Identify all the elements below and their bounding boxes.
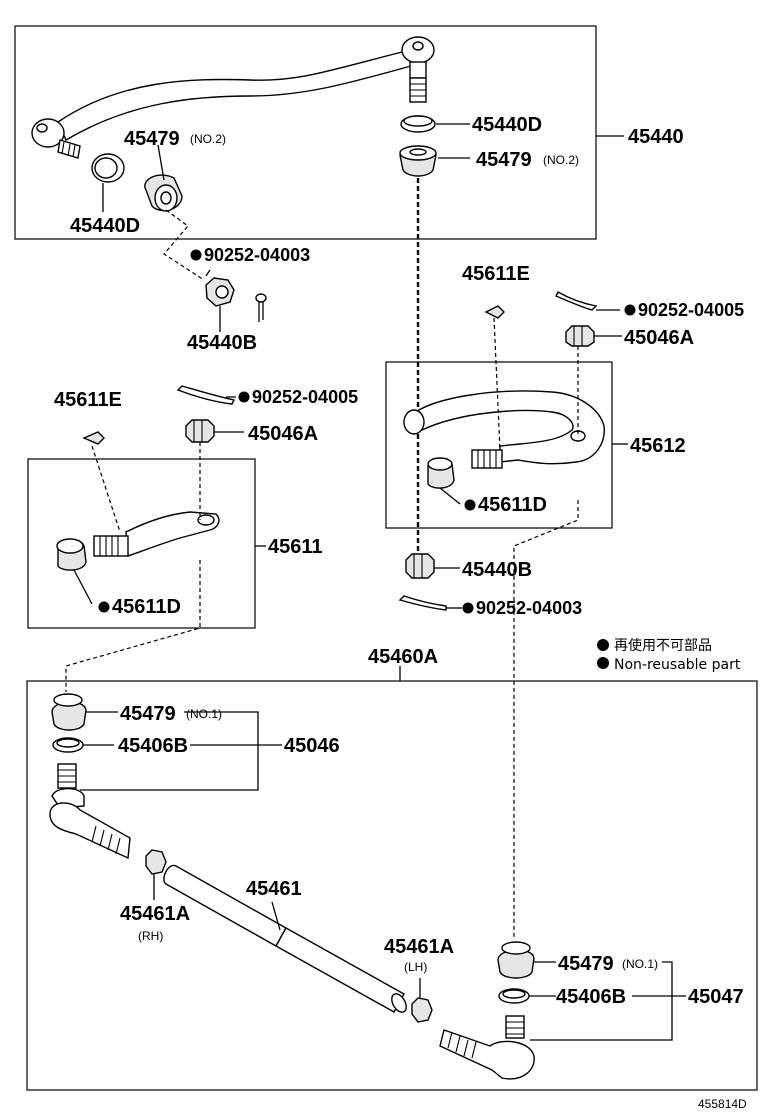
label-45046a-left: 45046A <box>248 423 318 445</box>
box-45440 <box>14 25 597 240</box>
seal-ring-right-bottom <box>498 988 530 1004</box>
cotter-pin-mid <box>398 595 447 611</box>
label-45479-no1-left-no: (NO.1) <box>186 707 222 721</box>
tie-rod-end-left <box>49 763 131 860</box>
label-45479-no1-right-no: (NO.1) <box>622 957 658 971</box>
label-45461a-rh: 45461A <box>120 903 190 925</box>
nonreusable-dot-90252-04003-mid <box>462 602 474 614</box>
key-45611e-right <box>484 305 505 319</box>
castle-nut-left <box>185 419 215 443</box>
boot-left-bottom <box>51 693 87 731</box>
label-45460a: 45460A <box>368 646 438 668</box>
label-45046a-right: 45046A <box>624 327 694 349</box>
cotter-pin-right <box>555 291 598 311</box>
castle-nut-top <box>205 277 235 307</box>
clamp-nut-lh <box>411 997 433 1023</box>
drag-link-assembly <box>31 36 435 159</box>
label-45461a-rh-side: (RH) <box>138 929 163 943</box>
dust-seal-ring-left <box>91 153 125 183</box>
boot-right-bottom <box>497 941 535 979</box>
label-90252-04003-mid: 90252-04003 <box>476 598 582 618</box>
legend: 再使用不可部品 Non-reusable part <box>597 637 741 673</box>
label-45479-left-no: (NO.2) <box>190 132 226 146</box>
nut-45611d-right <box>427 457 455 489</box>
box-45612 <box>385 361 613 529</box>
legend-line-jp: 再使用不可部品 <box>614 637 712 654</box>
label-45479-left: 45479 <box>124 128 180 150</box>
label-45461: 45461 <box>246 878 302 900</box>
label-45406b-left: 45406B <box>118 735 188 757</box>
nonreusable-dot-90252-04005-left <box>238 391 250 403</box>
label-90252-04003-top: 90252-04003 <box>204 245 310 265</box>
label-45479-top-no: (NO.2) <box>543 153 579 167</box>
label-45046: 45046 <box>284 735 340 757</box>
label-45440: 45440 <box>628 126 684 148</box>
label-90252-04005-right: 90252-04005 <box>638 300 744 320</box>
label-45461a-lh-side: (LH) <box>404 960 427 974</box>
nonreusable-dot-45611d-left <box>98 601 110 613</box>
label-45611d-right: 45611D <box>478 494 547 516</box>
legend-line-en: Non-reusable part <box>614 657 741 673</box>
cotter-pin-left <box>176 385 236 405</box>
knuckle-arm-45612 <box>403 390 605 469</box>
nonreusable-dot-90252-04003-top <box>190 249 202 261</box>
boot-left <box>144 174 183 212</box>
nonreusable-dot-45611d-right <box>464 499 476 511</box>
tie-rod-end-right <box>439 1015 535 1080</box>
label-45611e-left: 45611E <box>54 389 122 411</box>
label-45611e-right: 45611E <box>462 263 530 285</box>
nut-45611d-left <box>56 538 87 571</box>
label-45440d-left: 45440D <box>70 215 140 237</box>
knuckle-arm-45611 <box>93 511 220 557</box>
legend-dot-jp <box>597 639 609 651</box>
label-45479-no1-left: 45479 <box>120 703 176 725</box>
tie-rod-tube <box>163 864 407 1013</box>
nonreusable-dot-90252-04005-right <box>624 304 636 316</box>
seal-ring-left-bottom <box>52 737 84 753</box>
figure-id: 455814D <box>698 1097 747 1111</box>
label-45406b-right: 45406B <box>556 986 626 1008</box>
label-45612: 45612 <box>630 435 686 457</box>
dust-seal-ring-top <box>400 115 436 133</box>
label-45440b-top: 45440B <box>187 332 257 354</box>
label-45047: 45047 <box>688 986 744 1008</box>
label-45461a-lh: 45461A <box>384 936 454 958</box>
label-45479-top: 45479 <box>476 149 532 171</box>
label-45611: 45611 <box>268 536 323 558</box>
key-45611e-left <box>82 431 105 445</box>
cotter-pin-top <box>255 293 267 322</box>
boot-top <box>399 145 437 177</box>
legend-dot-en <box>597 657 609 669</box>
castle-nut-mid <box>405 553 435 579</box>
label-90252-04005-left: 90252-04005 <box>252 387 358 407</box>
box-45460a <box>26 680 758 1091</box>
label-45440d-top: 45440D <box>472 114 542 136</box>
label-45611d-left: 45611D <box>112 596 181 618</box>
box-45611 <box>27 458 256 629</box>
clamp-nut-rh <box>145 849 167 875</box>
castle-nut-right <box>565 325 595 347</box>
label-45440b-mid: 45440B <box>462 559 532 581</box>
label-45479-no1-right: 45479 <box>558 953 614 975</box>
